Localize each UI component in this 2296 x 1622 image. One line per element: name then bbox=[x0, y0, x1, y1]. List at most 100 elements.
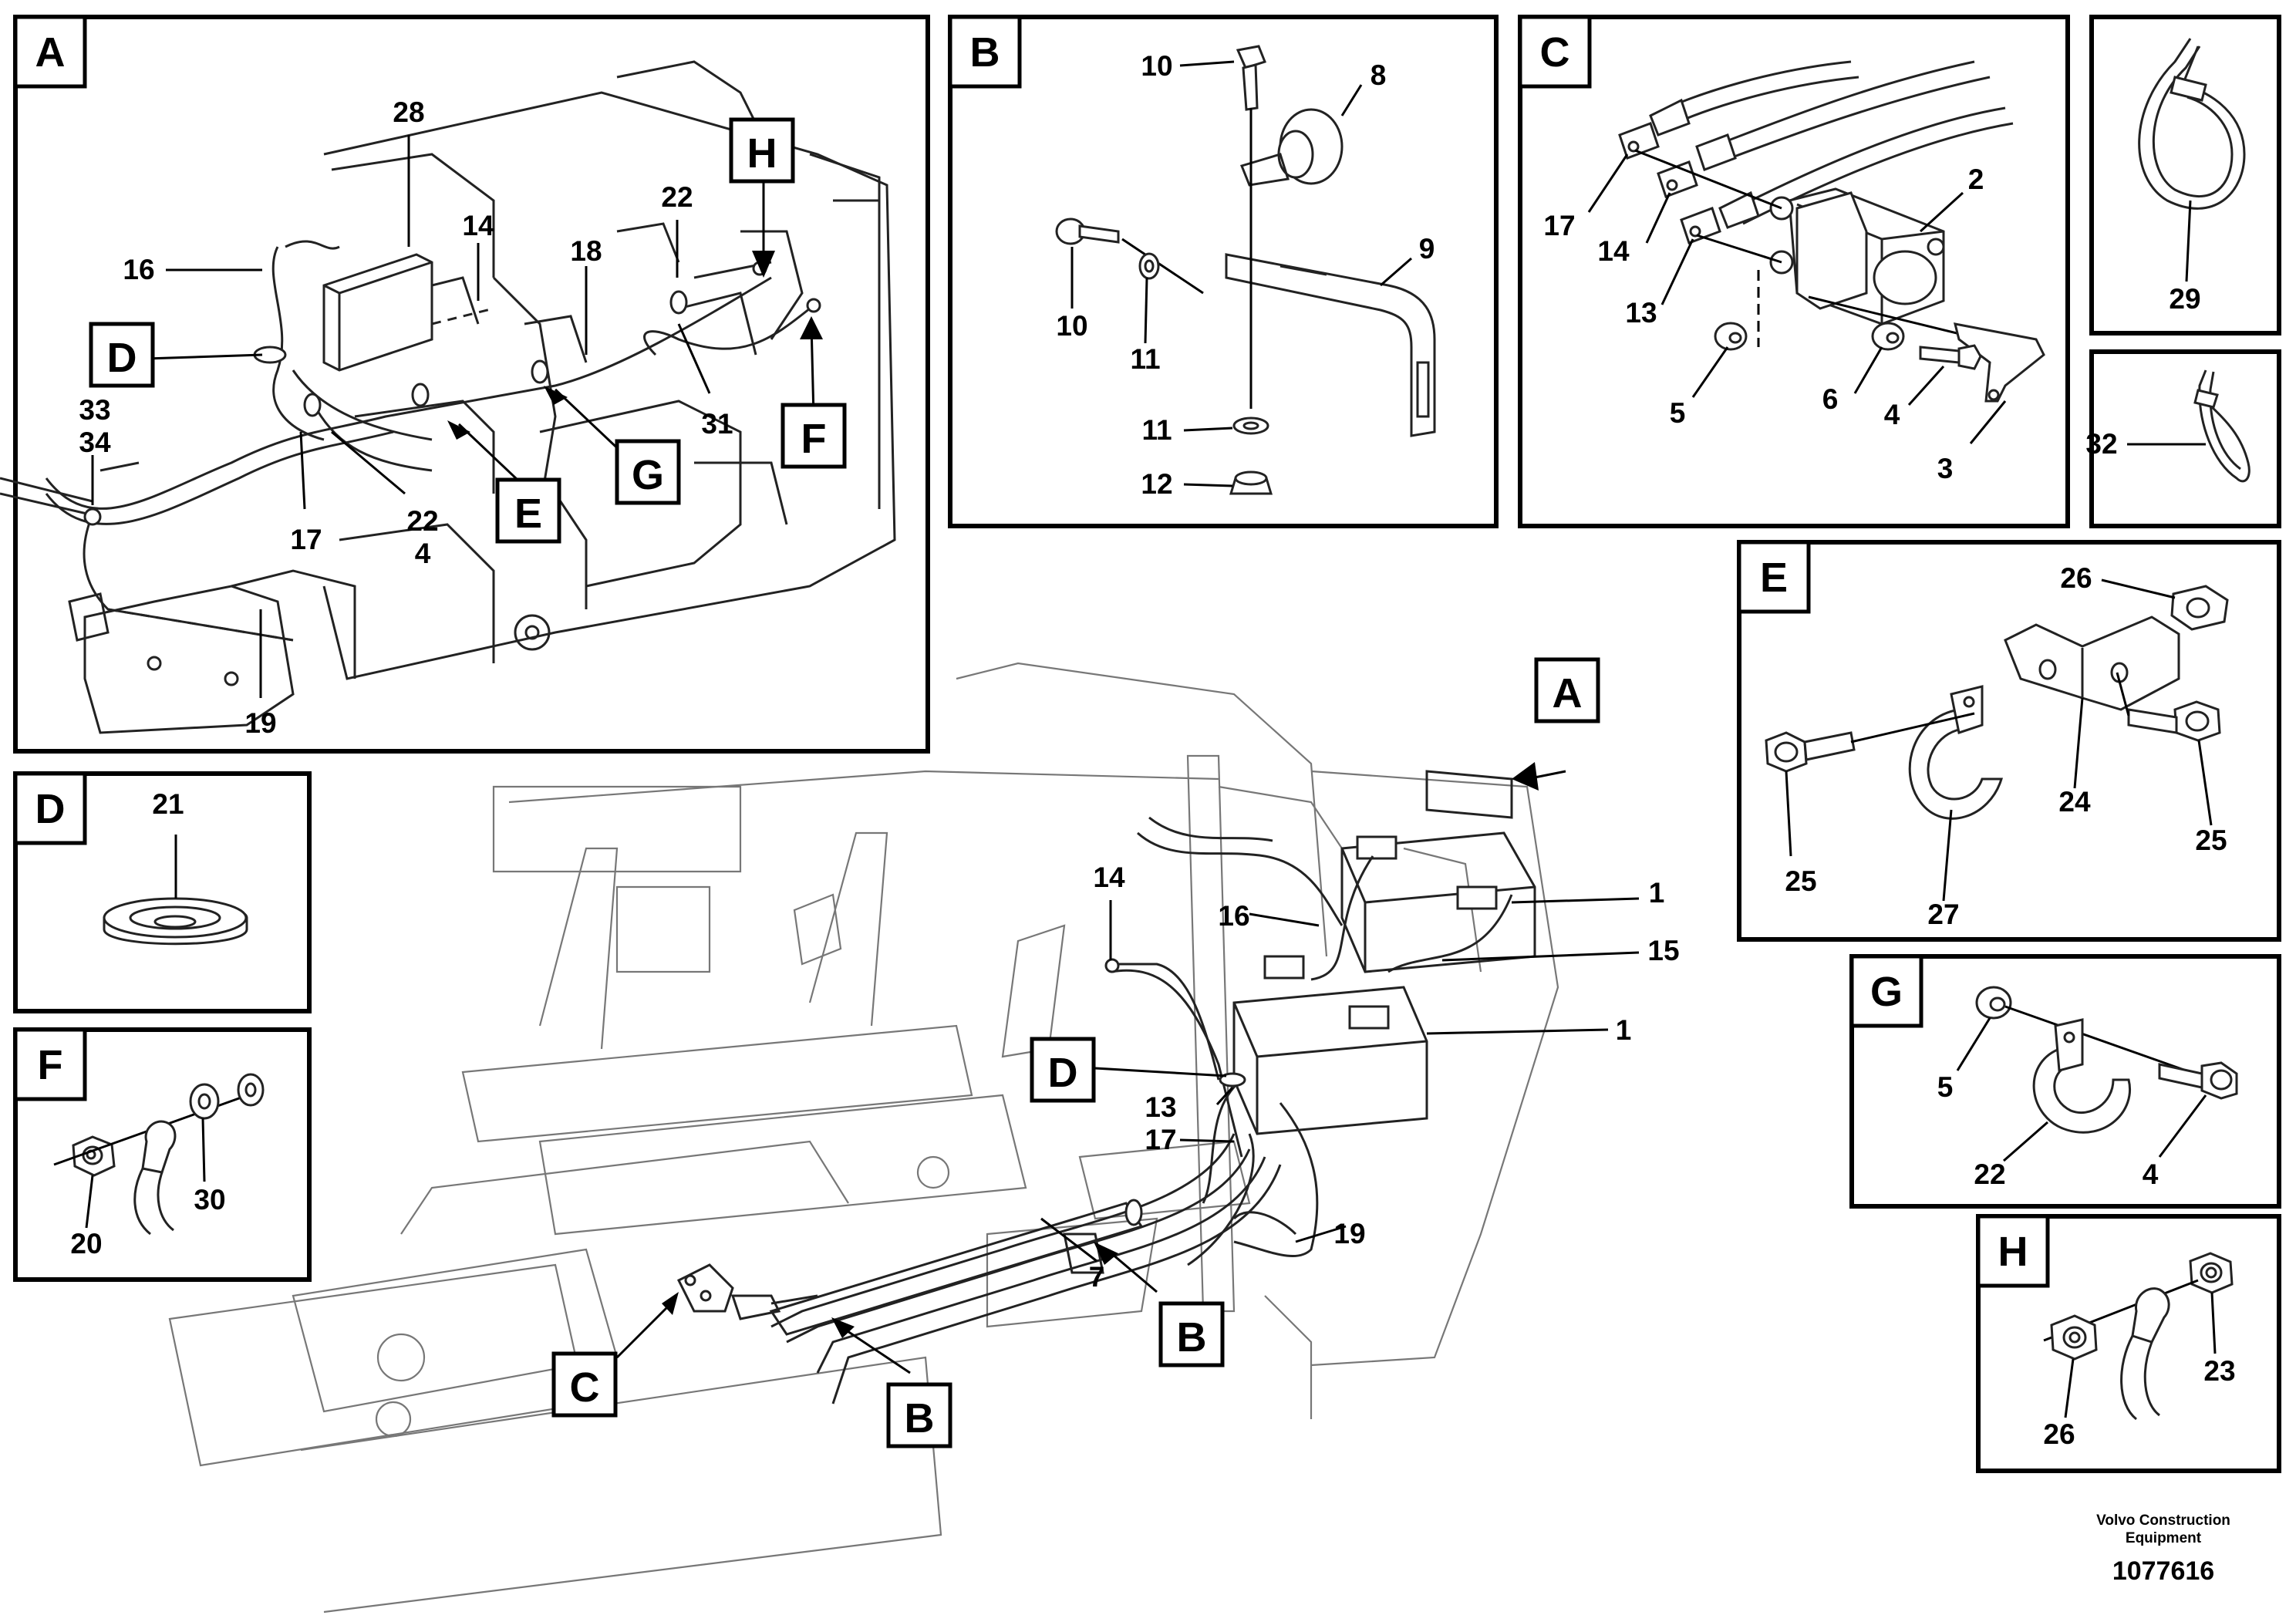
main-callout-B-right: B bbox=[1177, 1314, 1207, 1361]
label-A-17: 17 bbox=[290, 524, 322, 555]
main-callout-D: D bbox=[1048, 1050, 1078, 1096]
panel-C-letter-box bbox=[1518, 15, 1592, 89]
label-G-22: 22 bbox=[1974, 1158, 2005, 1190]
label-B-11-upper: 11 bbox=[1130, 343, 1160, 375]
label-C-3: 3 bbox=[1937, 453, 1954, 484]
panel-G-letter: G bbox=[1870, 969, 1903, 1015]
label-F-30: 30 bbox=[194, 1184, 225, 1216]
label-H-26: 26 bbox=[2043, 1418, 2075, 1450]
label-A-18: 18 bbox=[570, 235, 602, 267]
panel-G-drawing bbox=[1975, 986, 2238, 1134]
label-32: 32 bbox=[2085, 428, 2117, 460]
label-main-1-upper: 1 bbox=[1649, 877, 1665, 909]
panel-B-letter: B bbox=[970, 29, 1000, 76]
brand-line-2: Equipment bbox=[2126, 1530, 2202, 1546]
callout-box-E: E bbox=[514, 491, 542, 537]
panel-F-frame bbox=[13, 1027, 312, 1282]
leader-lines bbox=[85, 60, 2217, 1418]
panel-B-frame bbox=[948, 15, 1499, 528]
panel-A-frame bbox=[13, 15, 930, 754]
drawing-number: 1077616 bbox=[2112, 1556, 2214, 1586]
label-C-4: 4 bbox=[1884, 399, 1900, 430]
panel-D-letter-box bbox=[13, 771, 87, 845]
callout-box-D: D bbox=[107, 335, 137, 381]
label-G-4: 4 bbox=[2143, 1158, 2159, 1190]
label-C-5: 5 bbox=[1670, 397, 1686, 429]
label-E-25-left: 25 bbox=[1785, 865, 1816, 897]
panel-D-letter: D bbox=[35, 786, 66, 832]
callout-box-G: G bbox=[632, 452, 664, 498]
panel-G-letter-box bbox=[1849, 954, 1923, 1028]
label-C-6: 6 bbox=[1822, 383, 1839, 415]
label-E-24: 24 bbox=[2058, 786, 2091, 818]
panel-A-letter: A bbox=[35, 29, 66, 76]
panel-F-letter: F bbox=[38, 1042, 63, 1088]
label-A-19: 19 bbox=[244, 707, 276, 739]
panel-B-drawing bbox=[1055, 45, 1436, 495]
label-E-25-right: 25 bbox=[2195, 824, 2227, 856]
panel-H-drawing bbox=[2043, 1252, 2234, 1421]
panel-E-letter-box bbox=[1737, 540, 1811, 614]
panel-F-letter-box bbox=[13, 1027, 87, 1101]
label-B-11-lower: 11 bbox=[1141, 414, 1172, 446]
label-C-2: 2 bbox=[1968, 164, 1984, 195]
callout-box-H: H bbox=[747, 130, 777, 177]
label-A-31: 31 bbox=[701, 408, 733, 440]
panel-D-frame bbox=[13, 771, 312, 1013]
label-B-10-top: 10 bbox=[1141, 50, 1172, 82]
label-B-12: 12 bbox=[1141, 468, 1172, 500]
panel-G-frame bbox=[1849, 954, 2281, 1209]
label-E-26: 26 bbox=[2060, 562, 2092, 594]
label-A-4: 4 bbox=[415, 538, 431, 569]
part-labels: 28 16 14 18 22 33 34 17 22 4 31 19 10 8 … bbox=[70, 50, 2235, 1450]
panel-32-frame bbox=[2089, 349, 2281, 528]
panel-29-drawing bbox=[2138, 38, 2246, 210]
label-A-16: 16 bbox=[123, 254, 154, 285]
footer: Volvo Construction Equipment 1077616 bbox=[2096, 1512, 2230, 1586]
main-assembly bbox=[168, 662, 1559, 1614]
label-main-13: 13 bbox=[1145, 1091, 1176, 1123]
label-C-13: 13 bbox=[1625, 297, 1657, 329]
label-B-8: 8 bbox=[1371, 59, 1387, 91]
label-main-19: 19 bbox=[1333, 1218, 1365, 1249]
panel-F-drawing bbox=[53, 1073, 265, 1236]
panel-C-drawing bbox=[1618, 60, 2045, 403]
panel-H-frame bbox=[1976, 1214, 2281, 1473]
label-B-10-left: 10 bbox=[1056, 310, 1087, 342]
panel-B-letter-box bbox=[948, 15, 1022, 89]
callout-box-F: F bbox=[801, 416, 827, 462]
panel-29-frame bbox=[2089, 15, 2281, 336]
label-C-17: 17 bbox=[1543, 210, 1575, 241]
label-main-16: 16 bbox=[1218, 900, 1249, 932]
label-D-21: 21 bbox=[152, 788, 184, 820]
panel-H-letter: H bbox=[1998, 1229, 2028, 1275]
label-main-14: 14 bbox=[1093, 862, 1125, 893]
panel-A-drawing bbox=[0, 60, 896, 734]
label-E-27: 27 bbox=[1927, 899, 1959, 930]
section-letters: A B C D E F G H bbox=[13, 15, 2050, 1288]
callout-boxes: D H E G F A D B C B bbox=[89, 117, 1600, 1448]
label-A-22-top: 22 bbox=[661, 181, 693, 213]
main-callout-A: A bbox=[1553, 670, 1583, 717]
panel-E-frame bbox=[1737, 540, 2281, 942]
panel-D-drawing bbox=[103, 897, 248, 946]
label-A-14: 14 bbox=[462, 210, 494, 241]
label-F-20: 20 bbox=[70, 1228, 102, 1259]
label-H-23: 23 bbox=[2203, 1355, 2235, 1387]
label-C-14: 14 bbox=[1597, 235, 1630, 267]
label-G-5: 5 bbox=[1937, 1071, 1954, 1103]
main-callout-C: C bbox=[570, 1364, 600, 1411]
panel-A-letter-box bbox=[13, 15, 87, 89]
label-main-15: 15 bbox=[1647, 935, 1679, 966]
label-A-28: 28 bbox=[393, 96, 424, 128]
label-A-33: 33 bbox=[79, 394, 110, 426]
label-main-7: 7 bbox=[1089, 1261, 1105, 1293]
brand-line-1: Volvo Construction bbox=[2096, 1512, 2230, 1529]
main-callout-B-lower: B bbox=[905, 1395, 935, 1442]
panel-H-letter-box bbox=[1976, 1214, 2050, 1288]
panel-C-frame bbox=[1518, 15, 2070, 528]
label-A-34: 34 bbox=[79, 427, 111, 458]
label-main-1-lower: 1 bbox=[1616, 1014, 1632, 1046]
panel-E-drawing bbox=[1765, 585, 2229, 820]
